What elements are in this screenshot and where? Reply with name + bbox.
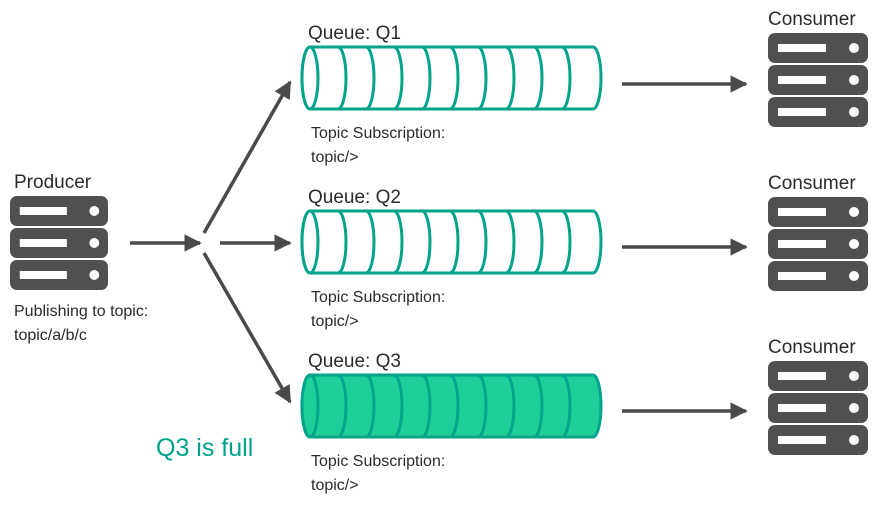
queue-slot [421,45,432,111]
queue-slot [561,45,572,111]
producer-title: Producer [14,172,92,193]
queue-q1-title: Queue: Q1 [308,23,401,44]
queue-slot [421,209,432,275]
queue-slot [533,209,544,275]
queue-q2-subscription-label: Topic Subscription: [311,289,446,306]
queue-q3-subscription-value: topic/> [311,477,359,494]
queue-q2-subscription-value: topic/> [311,313,359,330]
consumer-1-server-icon [768,33,868,127]
queue-q1-subscription-label: Topic Subscription: [311,125,446,142]
queue-slot [337,373,348,439]
queue-slot [365,373,376,439]
queue-slot [477,45,488,111]
consumer-1-title: Consumer [768,9,856,30]
queue-q2-cylinder [300,209,603,275]
queue-end-cap [300,209,320,275]
queue-end-cap [300,373,320,439]
queue-slot [393,373,404,439]
queue-slot [449,209,460,275]
fanout-arrow-q3 [202,252,292,404]
queue-slot [393,209,404,275]
producer-server-icon [10,196,108,290]
queue-slot [365,209,376,275]
fanout-arrow-q1 [202,80,292,234]
queue-slot [337,45,348,111]
queue-q3-subscription-label: Topic Subscription: [311,453,446,470]
queue-slot [561,209,572,275]
queue-end-cap [300,45,320,111]
queue-full-status: Q3 is full [156,434,254,462]
queue-slot [533,373,544,439]
consumer-3-server-icon [768,361,868,455]
queue-slot [561,373,572,439]
consumer-3-title: Consumer [768,337,856,358]
queue-slot [505,45,516,111]
queue-slot [449,45,460,111]
queue-slot [449,373,460,439]
queue-q3-cylinder [300,373,603,439]
consumer-2-server-icon [768,197,868,291]
queue-q3-title: Queue: Q3 [308,351,401,372]
queue-q2-title: Queue: Q2 [308,187,401,208]
queue-slot [505,373,516,439]
producer-topic-value: topic/a/b/c [14,327,87,344]
queue-slot [477,373,488,439]
queue-q1-cylinder [300,45,603,111]
queue-slot [421,373,432,439]
queue-slot [337,209,348,275]
producer-topic-label: Publishing to topic: [14,303,149,320]
queue-slot [477,209,488,275]
queue-slot [533,45,544,111]
queue-q1-subscription-value: topic/> [311,149,359,166]
queue-slot [393,45,404,111]
consumer-2-title: Consumer [768,173,856,194]
queue-slot [365,45,376,111]
queue-slot [505,209,516,275]
